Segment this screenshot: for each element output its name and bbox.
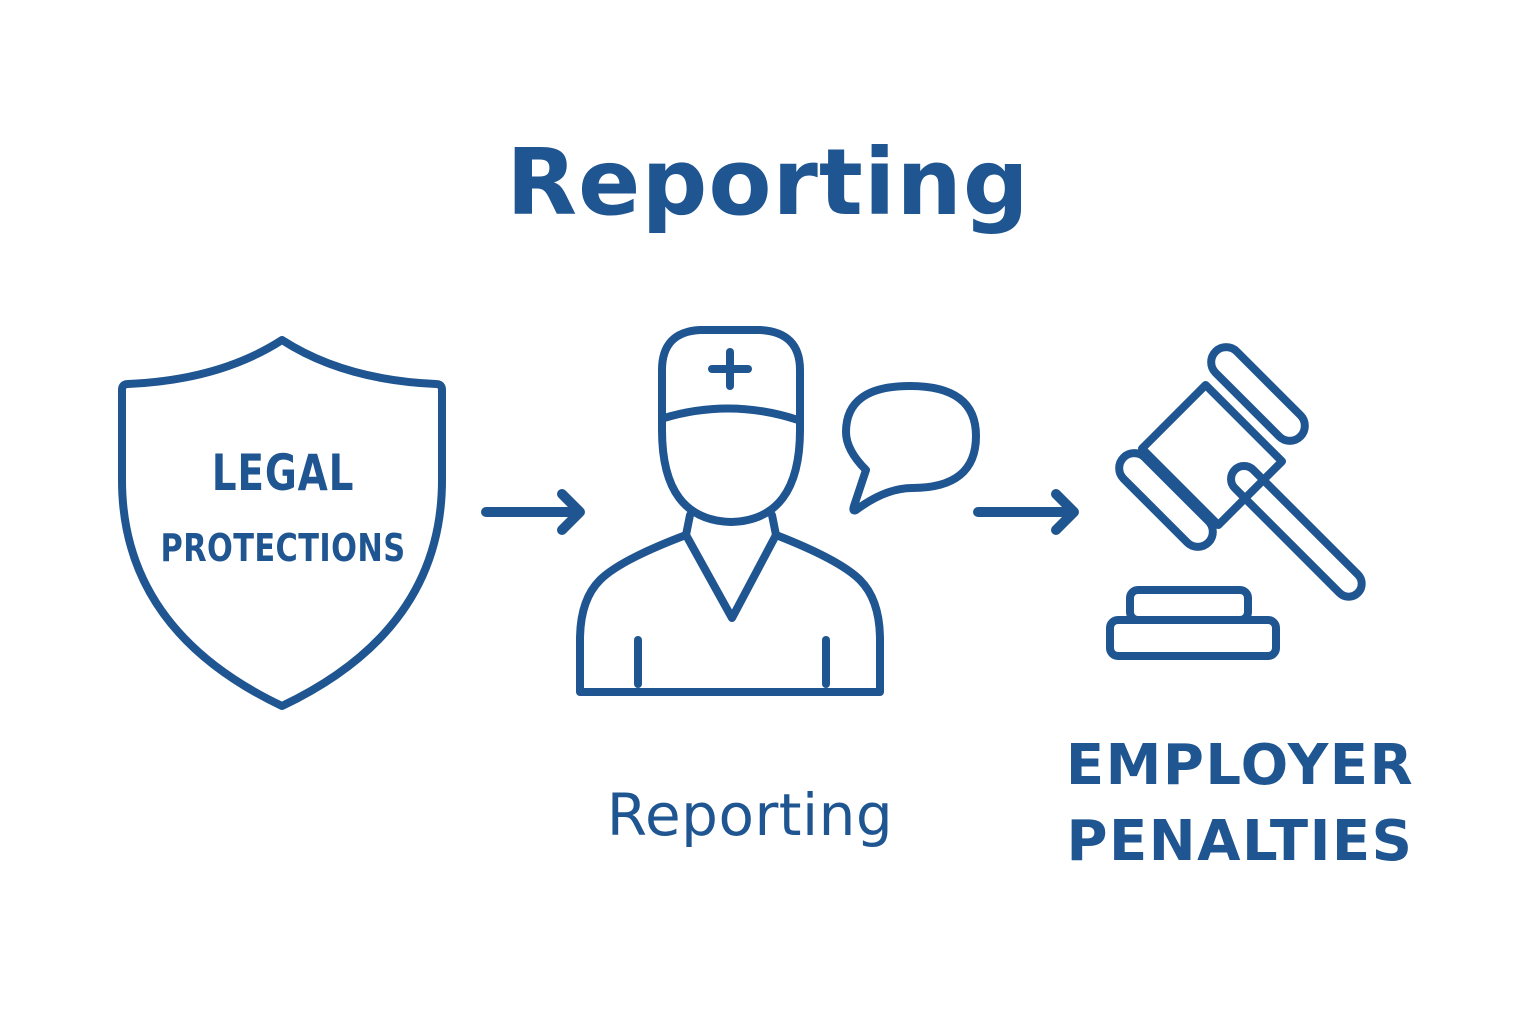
diagram-title: Reporting (506, 129, 1030, 236)
caption-line1: EMPLOYER (1065, 733, 1415, 798)
employer-penalties-caption: EMPLOYER PENALTIES (1040, 728, 1440, 880)
shield-label-line1: LEGAL (211, 444, 355, 502)
caption-line2: PENALTIES (1066, 809, 1414, 874)
shield-label-line2: PROTECTIONS (160, 526, 406, 570)
reporting-caption: Reporting (606, 781, 894, 849)
